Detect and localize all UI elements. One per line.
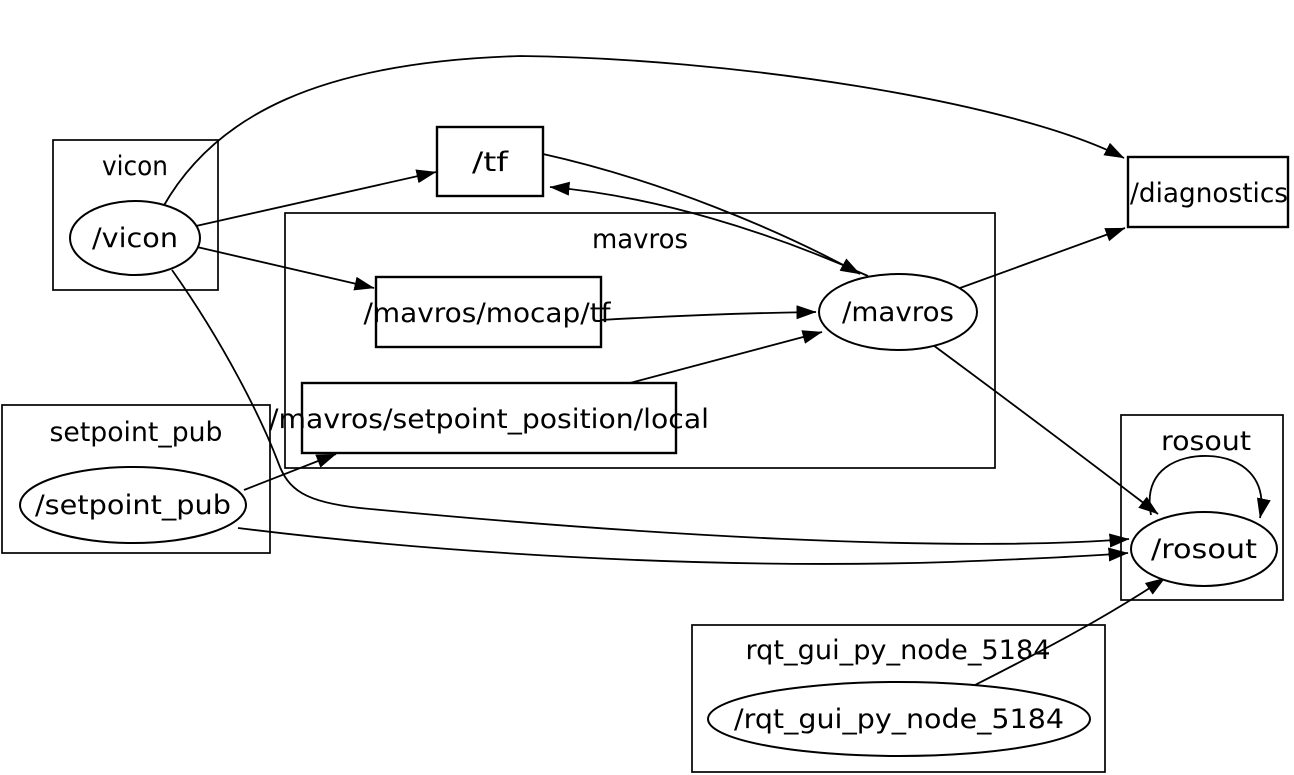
edge-mavros-to-diagnostics	[959, 227, 1126, 289]
cluster-mavros-label: mavros	[592, 224, 688, 255]
cluster-rqt-gui-label: rqt_gui_py_node_5184	[746, 635, 1051, 666]
edge-mocap-tf-to-mavros	[600, 305, 817, 321]
node-mavros-ellipse	[818, 273, 978, 351]
cluster-rqt-gui-box	[691, 624, 1106, 773]
node-vicon-label: /vicon	[92, 223, 178, 254]
node-tf-box	[435, 125, 545, 198]
node-rqt-gui-ellipse	[707, 681, 1091, 757]
edge-setpoint-pub-to-setpoint-local	[243, 453, 337, 491]
node-mocap-tf-label: /mavros/mocap/tf	[364, 298, 613, 329]
node-rqt-gui-label: /rqt_gui_py_node_5184	[734, 704, 1064, 735]
node-mavros-label: /mavros	[842, 297, 954, 328]
edge-setpoint-pub-to-rosout	[237, 527, 1129, 565]
node-setpoint-pub-label: /setpoint_pub	[35, 490, 231, 521]
edge-mavros-to-rosout	[932, 344, 1159, 515]
cluster-rosout-label: rosout	[1161, 426, 1251, 457]
node-tf-label: /tf	[472, 147, 510, 178]
edge-vicon-to-rosout	[171, 269, 1130, 548]
edge-tf-to-mavros	[542, 153, 861, 275]
node-diagnostics-box	[1126, 155, 1290, 229]
node-setpoint-local-label: /mavros/setpoint_position/local	[269, 404, 709, 435]
node-diagnostics-label: /diagnostics	[1130, 178, 1288, 209]
node-setpoint-pub-ellipse	[19, 466, 247, 544]
node-setpoint-local-box	[300, 381, 678, 455]
edge-rqt-gui-to-rosout	[974, 577, 1166, 686]
edge-rosout-self-loop	[1148, 455, 1271, 519]
cluster-vicon-label: vicon	[102, 151, 168, 182]
node-mocap-tf-box	[374, 275, 603, 349]
node-rosout-label: /rosout	[1151, 534, 1257, 565]
cluster-setpoint-pub-label: setpoint_pub	[50, 417, 223, 448]
node-rosout-ellipse	[1130, 511, 1278, 587]
edge-vicon-to-diagnostics	[162, 55, 1125, 208]
cluster-rosout-box	[1120, 414, 1284, 601]
cluster-mavros-box	[284, 212, 996, 469]
edge-setpoint-local-to-mavros	[629, 330, 823, 384]
cluster-vicon-box	[52, 139, 219, 291]
edge-vicon-to-tf	[195, 169, 437, 227]
edge-mavros-to-tf	[549, 181, 869, 277]
node-vicon-ellipse	[69, 200, 201, 276]
edge-vicon-to-mocap-tf	[196, 246, 375, 291]
